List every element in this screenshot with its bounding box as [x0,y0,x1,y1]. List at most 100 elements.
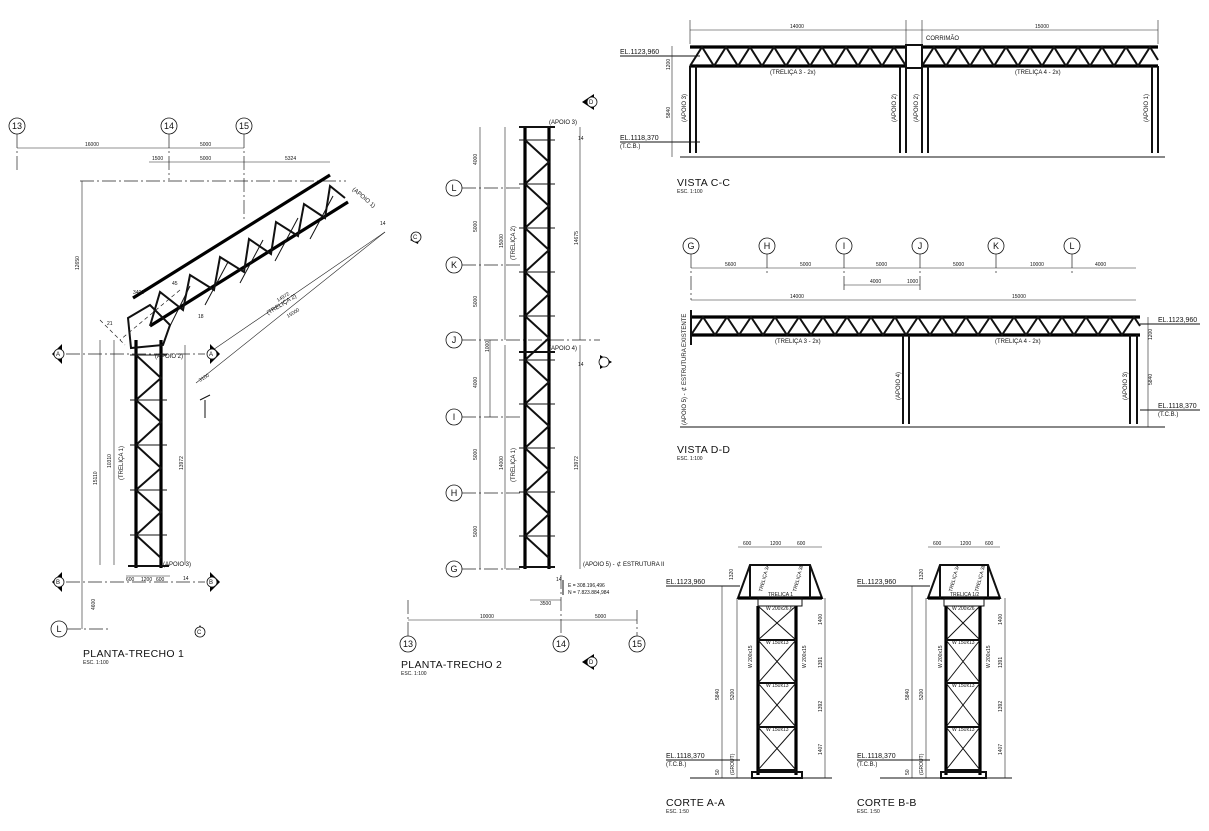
svg-text:4000: 4000 [473,377,479,388]
svg-text:4000: 4000 [1095,262,1106,268]
vista-d-d: G H I J K L 5600 5000 5000 5000 10000 40… [677,237,1200,462]
svg-text:W 200x26,6: W 200x26,6 [766,606,793,612]
svg-text:5000: 5000 [800,262,811,268]
svg-text:600: 600 [126,577,135,583]
svg-text:EL.1118,370: EL.1118,370 [666,753,705,760]
corte-b-b: 600 1200 600 TRELIÇA 3A TRELIÇA 3B TRELI… [857,541,1012,815]
svg-text:3100: 3100 [198,373,211,384]
svg-text:(APOIO 3): (APOIO 3) [682,94,688,122]
svg-text:B: B [209,580,213,586]
svg-text:14675: 14675 [574,231,580,245]
trelica-4-elev-dd [905,315,1141,337]
svg-text:1407: 1407 [998,744,1004,755]
grid-bubble-h: H [445,484,463,502]
corte-bb-title: CORTE B-B [857,797,917,809]
svg-text:1400: 1400 [818,614,824,625]
section-mark-b-right: B [206,572,220,592]
grid-bubble-k: K [445,256,463,274]
grid-bubble-l: L [1063,237,1081,255]
planta-2-title: PLANTA-TRECHO 2 [401,659,502,671]
svg-text:C: C [413,235,418,241]
svg-text:1200: 1200 [666,59,672,70]
svg-text:EL.1123,960: EL.1123,960 [1158,317,1197,324]
svg-text:H: H [764,241,771,251]
svg-text:5000: 5000 [595,614,606,620]
svg-text:(APOIO 2): (APOIO 2) [892,94,898,122]
svg-text:H: H [451,488,458,498]
svg-text:1000: 1000 [907,279,918,285]
svg-text:(TRELIÇA 3 - 2x): (TRELIÇA 3 - 2x) [770,70,816,76]
svg-text:5840: 5840 [666,107,672,118]
svg-text:13: 13 [403,639,413,649]
svg-text:W 150x13: W 150x13 [952,640,975,646]
svg-text:13972: 13972 [179,456,185,470]
svg-text:15000: 15000 [499,234,505,248]
svg-text:J: J [918,241,923,251]
trelica-plan-2 [519,126,555,569]
svg-text:1391: 1391 [998,657,1004,668]
svg-text:14: 14 [183,576,189,582]
grid-bubble-g: G [445,560,463,578]
svg-text:(TRELIÇA 1): (TRELIÇA 1) [119,446,125,480]
section-mark-c-top: C [410,231,422,244]
svg-text:50: 50 [905,769,911,775]
svg-text:5840: 5840 [1148,374,1154,385]
svg-text:W 200x15: W 200x15 [802,645,808,668]
svg-text:W 200x15: W 200x15 [748,645,754,668]
corte-aa-title: CORTE A-A [666,797,725,809]
grid-bubble-h: H [758,237,776,255]
planta-trecho-1: 13 14 15 L 16000 5000 1500 5000 5324 126… [8,117,422,666]
svg-text:5000: 5000 [200,142,211,148]
svg-text:(APOIO 5) - ⊄ ESTRUTURA II: (APOIO 5) - ⊄ ESTRUTURA II [583,561,665,568]
svg-text:(TRELIÇA 1): (TRELIÇA 1) [511,448,517,482]
vista-cc-title: VISTA C-C [677,177,730,189]
svg-text:5200: 5200 [919,689,925,700]
svg-text:15000: 15000 [1035,24,1049,30]
svg-text:5200: 5200 [730,689,736,700]
svg-text:EL.1123,960: EL.1123,960 [857,579,896,586]
svg-text:(APOIO 3): (APOIO 3) [1123,372,1129,400]
svg-text:(T.C.B.): (T.C.B.) [620,144,640,150]
svg-text:600: 600 [743,541,752,547]
svg-text:4000: 4000 [473,154,479,165]
svg-text:14: 14 [164,121,174,131]
svg-text:W 200x26: W 200x26 [952,606,975,612]
svg-text:1392: 1392 [998,701,1004,712]
svg-text:5000: 5000 [200,156,211,162]
svg-text:(APOIO 2): (APOIO 2) [155,354,183,360]
svg-text:600: 600 [985,541,994,547]
trelica-1-plan [128,340,169,568]
svg-text:1391: 1391 [818,657,824,668]
planta-trecho-2: L K J I H G 13 14 15 10000 5000 3500 400… [399,94,665,677]
svg-text:(T.C.B.): (T.C.B.) [857,762,877,768]
svg-text:(APOIO 3): (APOIO 3) [163,562,191,568]
svg-text:W 200x15: W 200x15 [986,645,992,668]
svg-text:600: 600 [933,541,942,547]
svg-text:B: B [56,580,60,586]
svg-text:J: J [452,335,457,345]
grid-bubble-14: 14 [160,117,178,135]
svg-text:5840: 5840 [905,689,911,700]
svg-text:G: G [687,241,694,251]
svg-text:(GROUT): (GROUT) [730,753,736,775]
svg-text:3500: 3500 [540,601,551,607]
vista-c-c: 14000 15000 CORRIMÃO EL.1123,960 EL.1118… [620,20,1165,195]
svg-text:ESC. 1:50: ESC. 1:50 [666,809,689,815]
svg-text:EL.1123,960: EL.1123,960 [666,579,705,586]
svg-text:(APOIO 3): (APOIO 3) [549,120,577,126]
svg-text:5840: 5840 [715,689,721,700]
svg-text:15: 15 [632,639,642,649]
grid-bubble-14: 14 [552,635,570,653]
svg-text:D: D [589,100,594,106]
svg-text:G: G [450,564,457,574]
section-mark-d-top: D [582,94,598,110]
trelica-3-elev-dd [690,315,907,337]
svg-text:ESC. 1:100: ESC. 1:100 [677,189,703,195]
svg-text:ESC. 1:100: ESC. 1:100 [83,660,109,666]
trelica-3-elev [689,45,907,68]
svg-text:1200: 1200 [1148,329,1154,340]
svg-text:EL.1118,370: EL.1118,370 [1158,403,1197,410]
svg-text:ESC. 1:50: ESC. 1:50 [857,809,880,815]
svg-text:5000: 5000 [953,262,964,268]
